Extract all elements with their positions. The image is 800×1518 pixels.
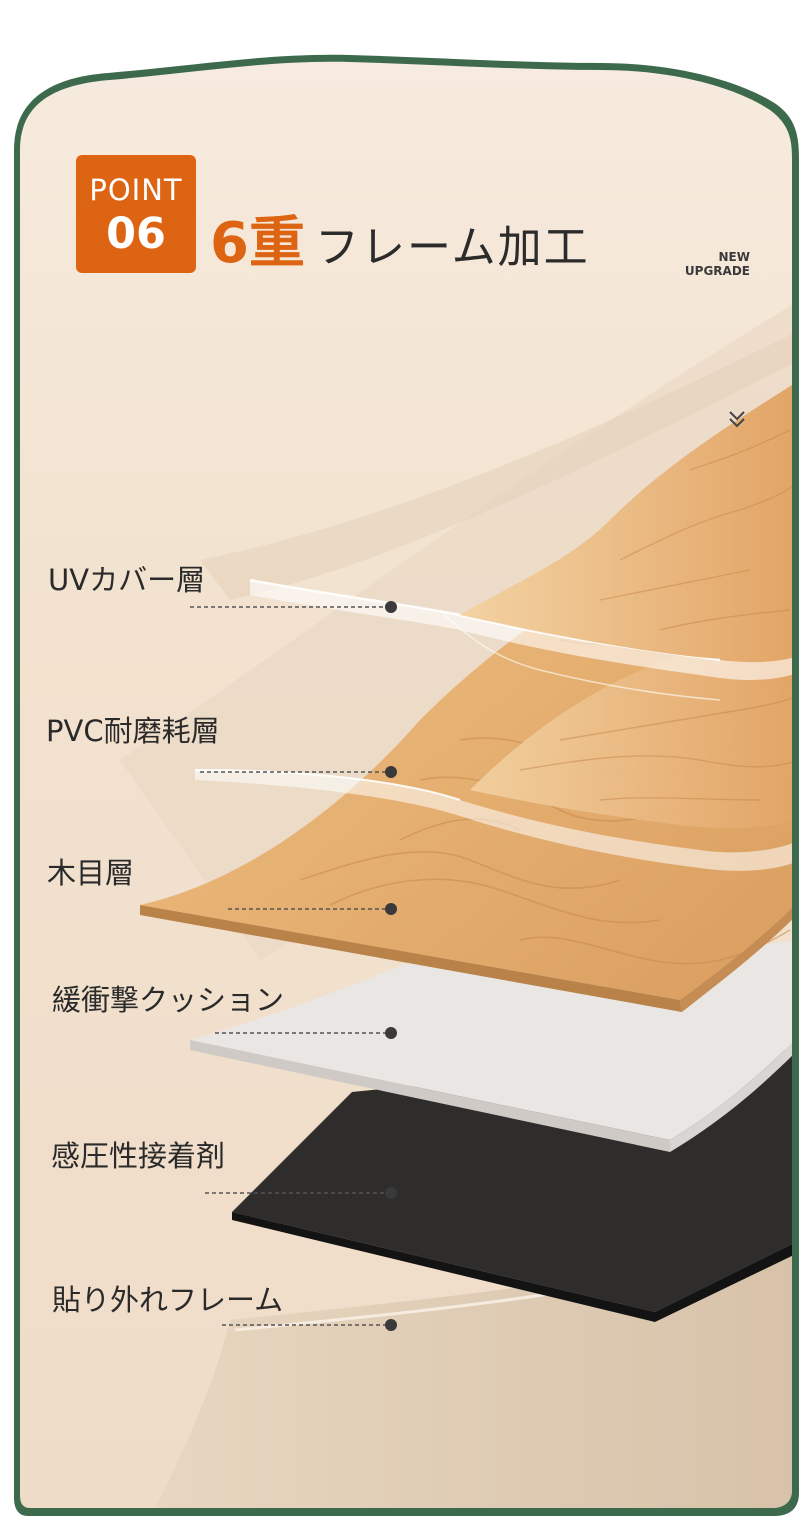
layer-label-cushion: 緩衝撃クッション <box>52 983 285 1017</box>
new-upgrade-tag: NEW UPGRADE <box>660 250 750 278</box>
layer-label-uv: UVカバー層 <box>48 563 206 597</box>
title-number: 6重 <box>210 211 305 276</box>
callout-lines <box>190 601 397 1331</box>
double-chevron-down-icon <box>729 411 745 428</box>
layer-label-adhesive: 感圧性接着剤 <box>51 1139 226 1173</box>
layer-label-pvc: PVC耐磨耗層 <box>46 714 220 748</box>
point-badge: POINT 06 <box>76 155 196 273</box>
upgrade-line2: UPGRADE <box>684 264 750 278</box>
layer-label-wood: 木目層 <box>47 856 135 890</box>
title-text: フレーム加工 <box>314 222 590 273</box>
feature-title: 6重フレーム加工 <box>210 198 590 276</box>
badge-number: 06 <box>106 209 166 259</box>
badge-label: POINT <box>89 173 183 207</box>
layer-label-frame: 貼り外れフレーム <box>52 1283 284 1317</box>
upgrade-line1: NEW <box>718 250 750 264</box>
